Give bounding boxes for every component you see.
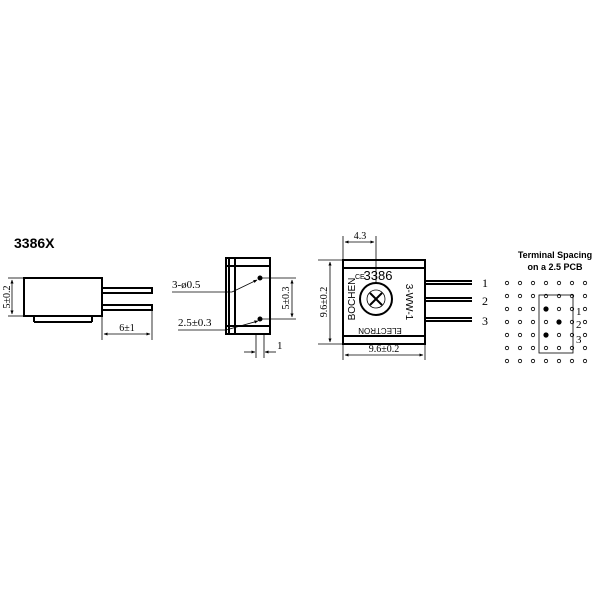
marking-value: 3386 [364, 268, 393, 283]
pcb-hole [556, 306, 562, 312]
marking-brand: BOCHEN [347, 278, 358, 321]
pcb-hole [569, 280, 575, 286]
pcb-hole [504, 358, 510, 364]
pcb-hole [504, 306, 510, 312]
pcb-hole [556, 358, 562, 364]
pcb-hole [530, 358, 536, 364]
pcb-hole [569, 293, 575, 299]
rear-pin-dia-dim: 3-ø0.5 [172, 279, 201, 291]
pcb-hole [543, 358, 549, 364]
front-offset-dim: 4.3 [354, 231, 367, 242]
front-pin-label-3: 3 [482, 314, 488, 328]
pcb-hole [504, 332, 510, 338]
rear-view: 3-ø0.5 2.5±0.3 5±0.3 1 [172, 257, 296, 358]
pcb-hole [517, 332, 523, 338]
pcb-hole [543, 280, 549, 286]
pcb-footprint-outline [538, 294, 574, 354]
pcb-pin-label-2: 2 [576, 319, 582, 331]
rear-pin-hole-top [257, 275, 263, 281]
side-pin-length-dim: 6±1 [119, 323, 135, 334]
pcb-hole [569, 358, 575, 364]
marking-logo: CE [355, 274, 365, 281]
pcb-hole [530, 280, 536, 286]
pcb-hole [543, 345, 549, 351]
marking-maker: ELECTRON [358, 326, 402, 335]
pcb-hole [504, 319, 510, 325]
pcb-hole [556, 280, 562, 286]
pcb-hole [556, 293, 562, 299]
pcb-title-line1: Terminal Spacing [518, 250, 592, 260]
pcb-pad [543, 306, 549, 312]
pcb-title-line2: on a 2.5 PCB [527, 262, 583, 272]
pcb-hole-grid [504, 280, 588, 364]
pcb-layout: Terminal Spacing on a 2.5 PCB 1 2 3 [504, 250, 592, 364]
side-pin-2 [101, 304, 153, 311]
rear-pin-hole-bottom [257, 316, 263, 322]
front-pin-label-1: 1 [482, 276, 488, 290]
pcb-hole [530, 345, 536, 351]
pcb-hole [530, 293, 536, 299]
pcb-hole [517, 319, 523, 325]
pcb-hole [543, 293, 549, 299]
front-pin-label-2: 2 [482, 294, 488, 308]
side-height-dim: 5±0.2 [2, 286, 13, 309]
front-height-dim: 9.6±0.2 [319, 287, 330, 318]
side-pin [101, 287, 153, 294]
pcb-pin-label-3: 3 [576, 334, 582, 346]
pcb-hole [543, 319, 549, 325]
pcb-pad [543, 332, 549, 338]
pcb-hole [582, 319, 588, 325]
pcb-pin-label-1: 1 [576, 306, 582, 318]
pcb-hole [582, 358, 588, 364]
pcb-hole [530, 319, 536, 325]
pcb-hole [582, 306, 588, 312]
front-view: 3386 CE BOCHEN ELECTRON 3-WW-1 1 2 3 4.3… [318, 231, 488, 360]
pcb-hole [530, 332, 536, 338]
pcb-hole [517, 306, 523, 312]
pcb-hole [556, 332, 562, 338]
pcb-hole [517, 280, 523, 286]
pcb-hole [517, 345, 523, 351]
rear-pin-pitch-dim: 1 [277, 340, 283, 352]
pcb-hole [504, 293, 510, 299]
marking-part: 3-WW-1 [403, 284, 414, 321]
pcb-pad [556, 319, 562, 325]
pcb-hole [569, 345, 575, 351]
pcb-hole [569, 306, 575, 312]
rear-pin-offset-dim: 2.5±0.3 [178, 317, 212, 329]
rear-height-dim: 5±0.3 [281, 287, 292, 310]
pcb-hole [517, 358, 523, 364]
pcb-hole [504, 345, 510, 351]
front-width-dim: 9.6±0.2 [369, 344, 400, 355]
pcb-hole [582, 293, 588, 299]
side-body [23, 277, 103, 317]
pcb-hole [530, 306, 536, 312]
rear-body [225, 257, 271, 335]
pcb-hole [517, 293, 523, 299]
pcb-hole [569, 319, 575, 325]
model-label: 3386X [14, 235, 55, 251]
pcb-hole [582, 345, 588, 351]
pcb-hole [569, 332, 575, 338]
pcb-hole [582, 332, 588, 338]
pcb-hole [556, 345, 562, 351]
pcb-hole [582, 280, 588, 286]
side-view: 5±0.2 6±1 [2, 277, 153, 340]
pcb-hole [504, 280, 510, 286]
